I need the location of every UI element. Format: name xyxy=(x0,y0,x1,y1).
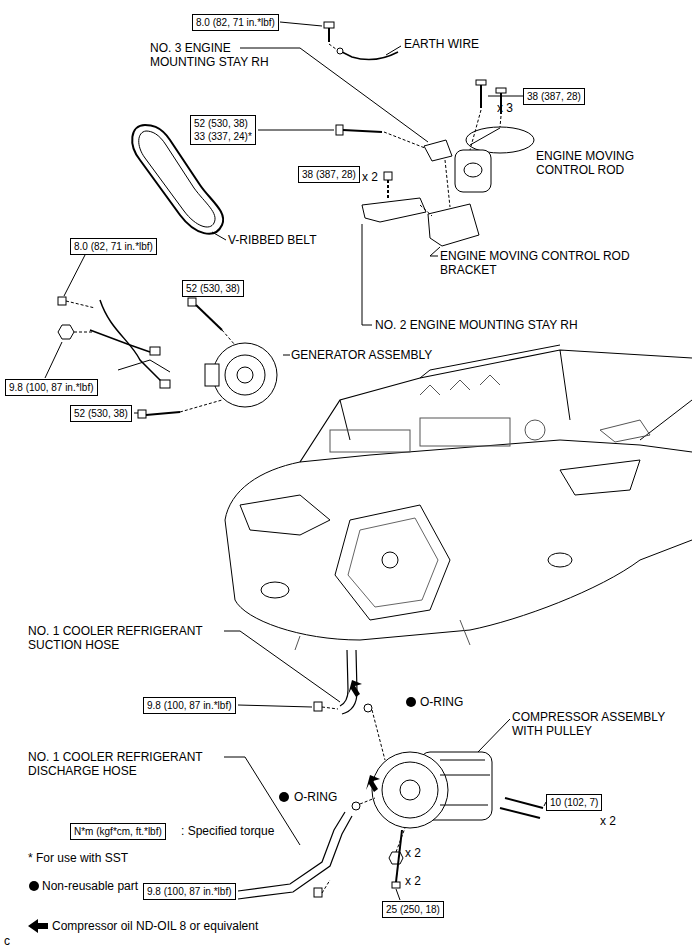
part-label: NO. 3 ENGINE MOUNTING STAY RH xyxy=(150,41,280,69)
part-label: ENGINE MOVING CONTROL ROD xyxy=(536,149,676,177)
torque-value: 8.0 (82, 71 in.*lbf) xyxy=(196,16,275,29)
legend-text: : Specified torque xyxy=(181,824,274,838)
torque-value: 52 (530, 38) xyxy=(194,117,252,130)
part-label: EARTH WIRE xyxy=(404,37,479,51)
torque-value: N*m (kgf*cm, ft.*lbf) xyxy=(74,825,162,838)
torque-box: 8.0 (82, 71 in.*lbf) xyxy=(192,14,279,31)
quantity-mark: x 3 xyxy=(497,101,513,115)
torque-value: 25 (250, 18) xyxy=(386,903,440,916)
torque-box: 9.8 (100, 87 in.*lbf) xyxy=(143,697,236,714)
part-label: V-RIBBED BELT xyxy=(228,233,316,247)
torque-value: 33 (337, 24)* xyxy=(194,130,252,143)
part-label: O-RING xyxy=(420,695,463,709)
quantity-mark: x 2 xyxy=(600,814,616,828)
part-label: c xyxy=(4,934,10,948)
torque-value: 9.8 (100, 87 in.*lbf) xyxy=(9,381,94,394)
part-label: NO. 1 COOLER REFRIGERANT DISCHARGE HOSE xyxy=(28,750,228,778)
legend-text: * For use with SST xyxy=(28,851,128,865)
quantity-mark: x 2 xyxy=(405,874,421,888)
torque-value: 9.8 (100, 87 in.*lbf) xyxy=(147,699,232,712)
torque-box: 38 (387, 28) xyxy=(298,166,360,183)
part-label: GENERATOR ASSEMBLY xyxy=(291,348,432,362)
legend-text: Compressor oil ND-OIL 8 or equivalent xyxy=(52,919,258,933)
part-label: ENGINE MOVING CONTROL ROD BRACKET xyxy=(440,249,670,277)
part-label: COMPRESSOR ASSEMBLY WITH PULLEY xyxy=(512,710,672,738)
torque-value: 38 (387, 28) xyxy=(527,90,581,103)
torque-box: 52 (530, 38) xyxy=(70,405,132,422)
legend-text: Non-reusable part xyxy=(42,879,138,893)
torque-box: 8.0 (82, 71 in.*lbf) xyxy=(70,238,157,255)
quantity-mark: x 2 xyxy=(362,170,378,184)
part-label: NO. 1 COOLER REFRIGERANT SUCTION HOSE xyxy=(28,624,228,652)
torque-box: N*m (kgf*cm, ft.*lbf) xyxy=(70,823,166,840)
torque-value: 38 (387, 28) xyxy=(302,168,356,181)
torque-box: 38 (387, 28) xyxy=(523,88,585,105)
torque-box: 52 (530, 38)33 (337, 24)* xyxy=(190,115,256,145)
torque-box: 52 (530, 38) xyxy=(182,280,244,297)
torque-value: 52 (530, 38) xyxy=(74,407,128,420)
torque-box: 10 (102, 7) xyxy=(546,794,602,811)
torque-box: 9.8 (100, 87 in.*lbf) xyxy=(5,379,98,396)
torque-value: 9.8 (100, 87 in.*lbf) xyxy=(147,885,232,898)
part-label: NO. 2 ENGINE MOUNTING STAY RH xyxy=(375,318,578,332)
torque-box: 25 (250, 18) xyxy=(382,901,444,918)
part-label: O-RING xyxy=(294,790,337,804)
torque-value: 52 (530, 38) xyxy=(186,282,240,295)
torque-value: 8.0 (82, 71 in.*lbf) xyxy=(74,240,153,253)
quantity-mark: x 2 xyxy=(405,846,421,860)
torque-box: 9.8 (100, 87 in.*lbf) xyxy=(143,883,236,900)
torque-value: 10 (102, 7) xyxy=(550,796,598,809)
